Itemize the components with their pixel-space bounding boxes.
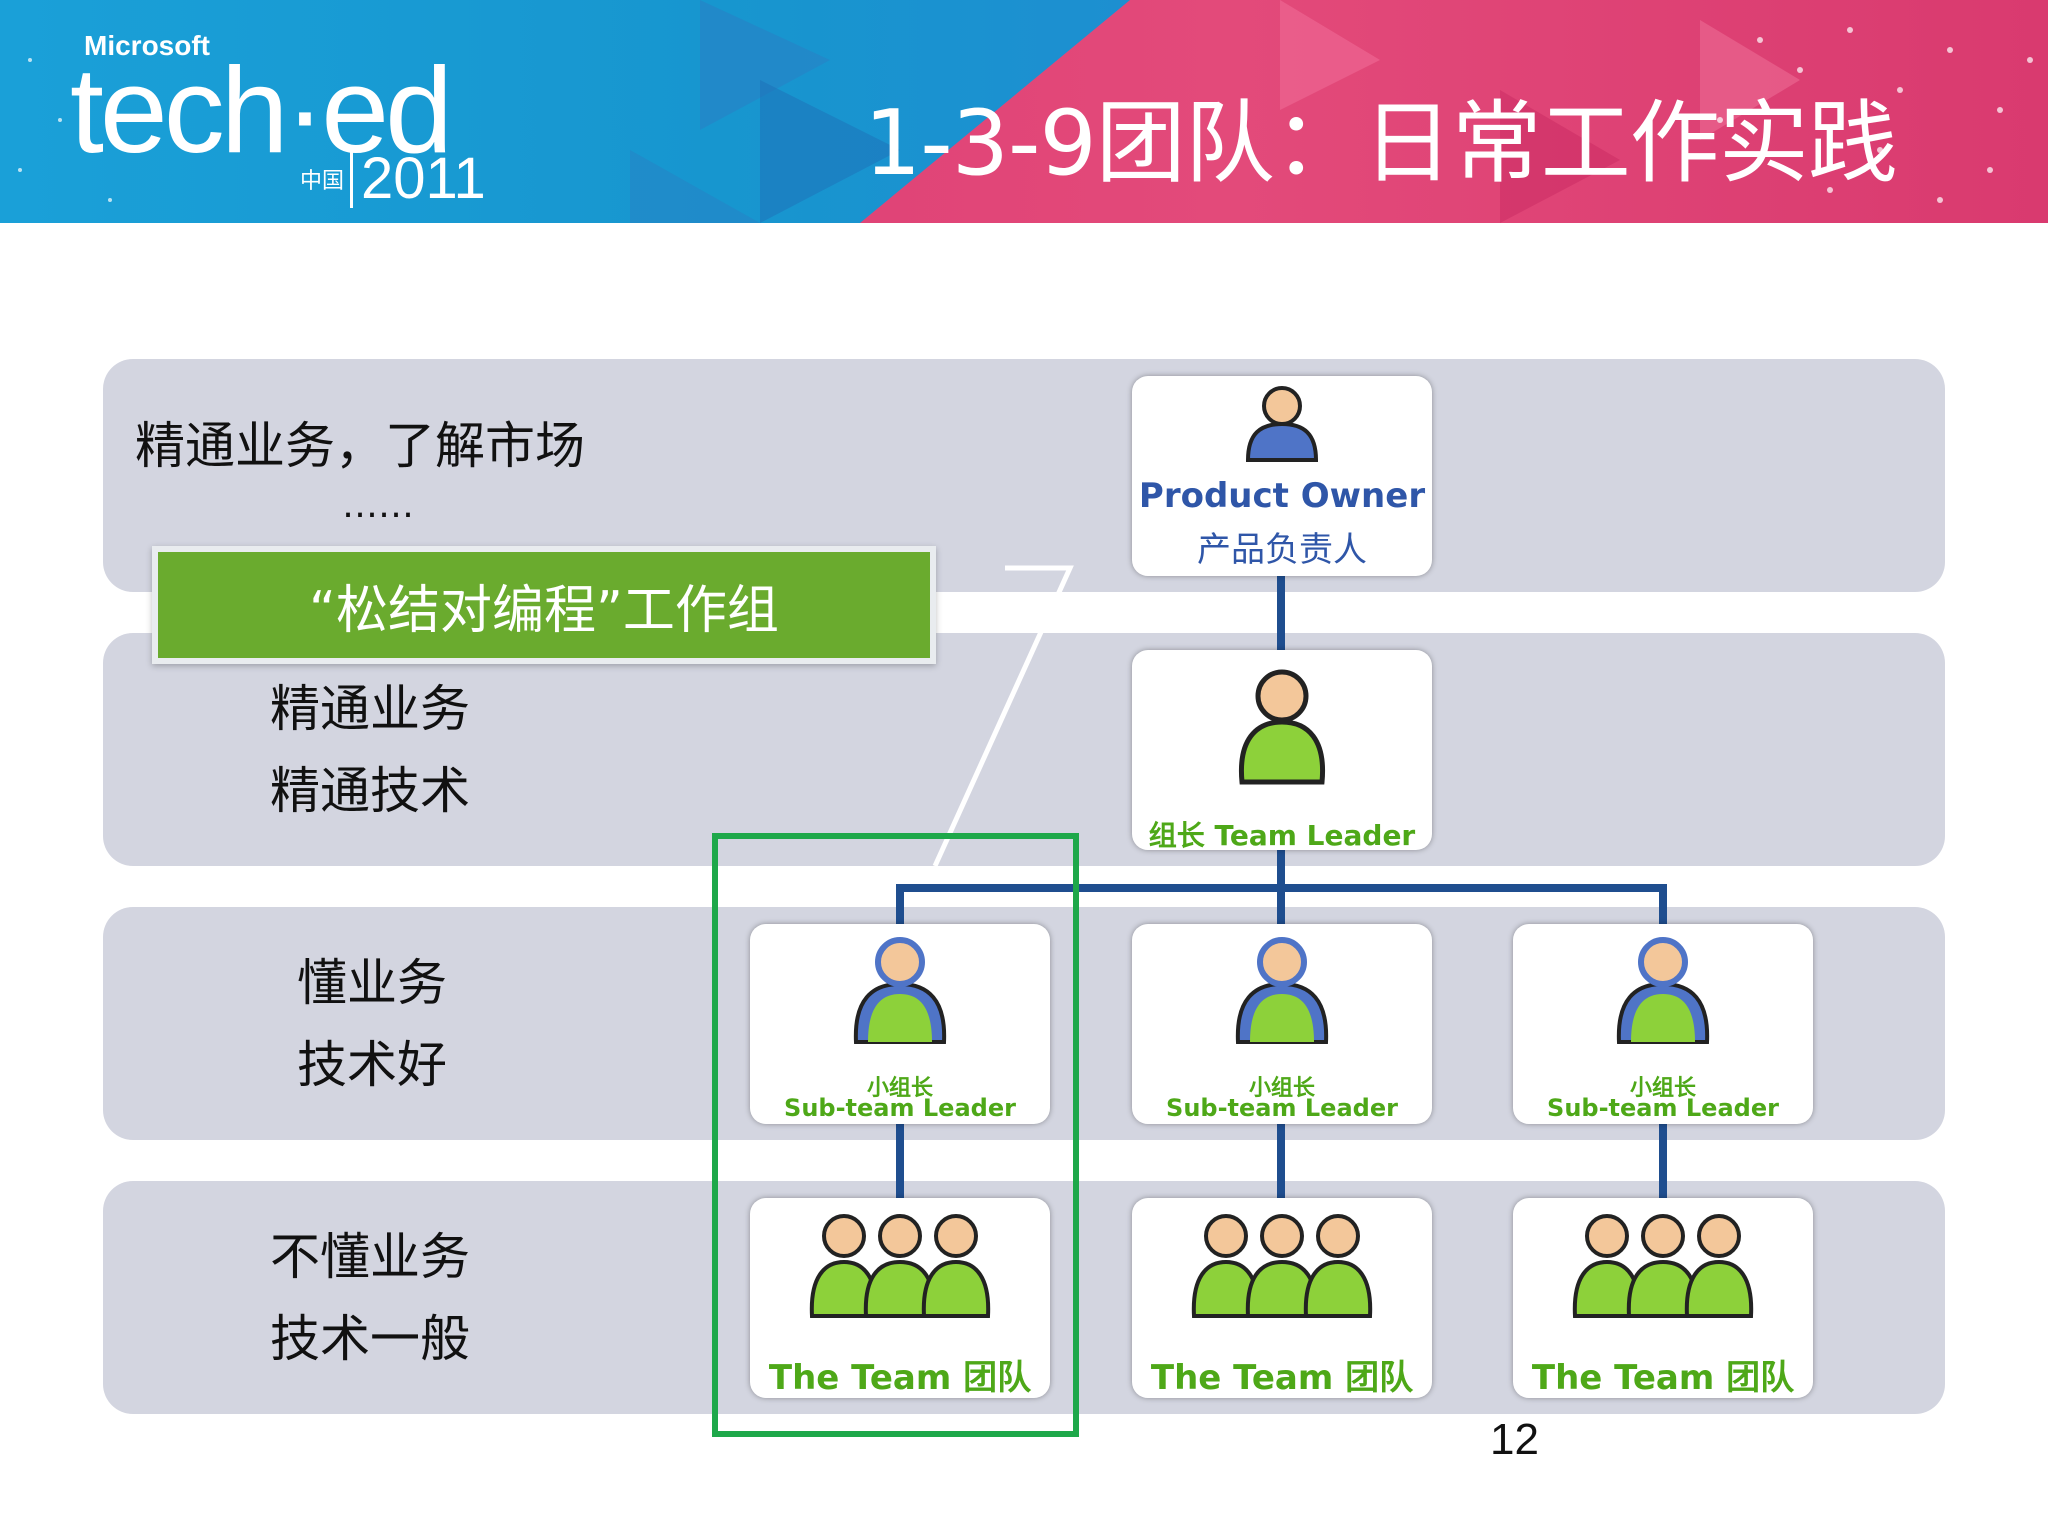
row-4-line-1: 不懂业务 bbox=[270, 1228, 470, 1286]
product-owner-en: Product Owner bbox=[1138, 476, 1426, 516]
person-blue-icon bbox=[1245, 386, 1319, 462]
sub-leader-1-en: Sub-team Leader bbox=[784, 1094, 1016, 1122]
sub-leader-2-en: Sub-team Leader bbox=[1166, 1094, 1398, 1122]
card-product-owner: Product Owner 产品负责人 bbox=[1132, 376, 1432, 576]
brand-year: 2011 bbox=[350, 150, 486, 208]
team-3-label: The Team 团队 bbox=[1531, 1358, 1795, 1398]
row-4-line-2: 技术一般 bbox=[270, 1310, 470, 1368]
person-blue-green-icon bbox=[1616, 937, 1710, 1044]
team-2-label: The Team 团队 bbox=[1150, 1358, 1414, 1398]
sub-leader-2-cn: 小组长 bbox=[1248, 1076, 1315, 1101]
product-owner-cn: 产品负责人 bbox=[1197, 530, 1367, 570]
group-people-icon bbox=[809, 1214, 991, 1318]
row-3-line-1: 懂业务 bbox=[297, 954, 447, 1012]
callout-pointer bbox=[932, 565, 1074, 868]
header-banner: Microsoft tech·ed 中国 2011 1-3-9团队：日常工作实践 bbox=[0, 0, 2048, 223]
row-1-line-1: 精通业务，了解市场 bbox=[135, 417, 585, 475]
person-blue-green-icon bbox=[1235, 937, 1329, 1044]
loose-pair-programming-group: “松结对编程”工作组 bbox=[152, 546, 936, 664]
brand-logo-text: tech·ed bbox=[70, 42, 453, 178]
card-team-1: The Team 团队 bbox=[750, 1198, 1050, 1398]
card-sub-leader-1: 小组长 Sub-team Leader bbox=[750, 924, 1050, 1124]
banner-decoration bbox=[18, 0, 2033, 223]
group-people-icon bbox=[1572, 1214, 1754, 1318]
card-team-leader: 组长 Team Leader bbox=[1132, 650, 1432, 852]
team-leader-label: 组长 Team Leader bbox=[1148, 819, 1416, 852]
highlight-frame bbox=[712, 833, 1079, 1437]
card-team-2: The Team 团队 bbox=[1132, 1198, 1432, 1398]
person-blue-green-icon bbox=[853, 937, 947, 1044]
group-people-icon bbox=[1191, 1214, 1373, 1318]
team-1-label: The Team 团队 bbox=[768, 1358, 1032, 1398]
brand-region: 中国 bbox=[300, 169, 345, 194]
sub-leader-3-en: Sub-team Leader bbox=[1547, 1094, 1779, 1122]
row-3-line-2: 技术好 bbox=[297, 1036, 447, 1094]
slide-title: 1-3-9团队：日常工作实践 bbox=[864, 91, 1898, 196]
sub-leader-1-cn: 小组长 bbox=[866, 1076, 933, 1101]
card-team-3: The Team 团队 bbox=[1513, 1198, 1813, 1398]
row-2-line-2: 精通技术 bbox=[270, 762, 470, 820]
row-2-line-1: 精通业务 bbox=[270, 680, 470, 738]
row-1-line-2: …… bbox=[342, 485, 414, 526]
page-number: 12 bbox=[1490, 1415, 1539, 1464]
sub-leader-3-cn: 小组长 bbox=[1629, 1076, 1696, 1101]
card-sub-leader-2: 小组长 Sub-team Leader bbox=[1132, 924, 1432, 1124]
card-sub-leader-3: 小组长 Sub-team Leader bbox=[1513, 924, 1813, 1124]
brand-company: Microsoft bbox=[84, 30, 210, 61]
person-green-icon bbox=[1238, 669, 1326, 785]
